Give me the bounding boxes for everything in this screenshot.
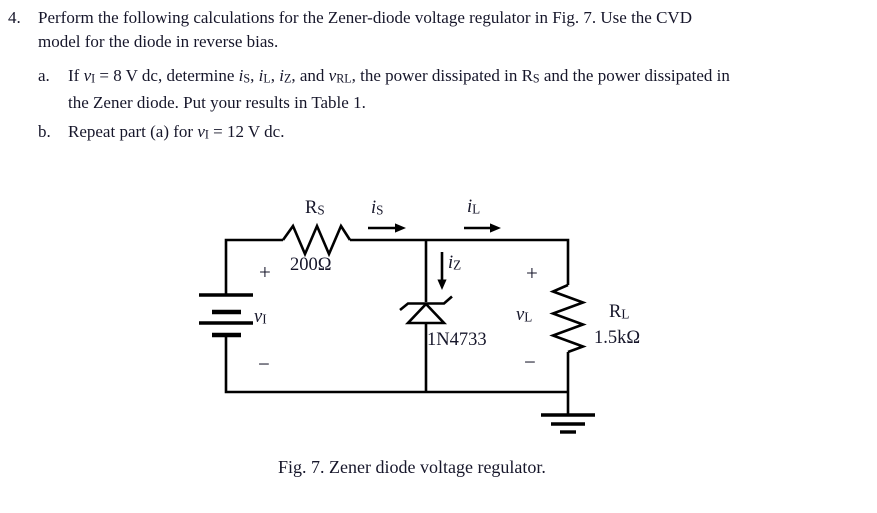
rl-label: RL (609, 302, 629, 323)
figure-caption: Fig. 7. Zener diode voltage regulator. (278, 457, 546, 477)
plus-sign-source: + (259, 260, 271, 284)
text-segment: v (83, 66, 92, 85)
text-segment: i (467, 197, 473, 217)
text-segment: model for the diode in reverse bias. (38, 31, 279, 51)
text-segment: , (250, 66, 259, 85)
text-segment: i (448, 253, 454, 273)
part-b-text: Repeat part (a) for vI = 12 V dc. (68, 120, 870, 147)
current-arrow-is (368, 223, 406, 233)
text-segment: and the power dissipated in (539, 66, 730, 85)
text-segment: I (204, 127, 209, 142)
text-segment: i (238, 66, 244, 85)
text-segment: Repeat part (a) for (68, 121, 198, 141)
part-a-text: If vI = 8 V dc, determine iS, iL, iZ, an… (68, 64, 870, 115)
problem-block: 4. Perform the following calculations fo… (8, 6, 870, 147)
text-segment: v (516, 305, 525, 325)
text-segment: S (532, 71, 540, 86)
current-arrow-iz (437, 252, 447, 290)
text-segment: R (609, 302, 622, 322)
text-segment: v (254, 307, 263, 327)
current-arrow-il (464, 223, 501, 233)
minus-sign-load: − (524, 350, 536, 374)
text-segment: L (263, 71, 271, 86)
text-segment: L (621, 306, 630, 322)
load-resistor (549, 283, 587, 354)
problem-statement: Perform the following calculations for t… (38, 6, 870, 53)
text-segment: i (279, 66, 284, 85)
text-segment: Z (283, 71, 292, 86)
text-segment: v (328, 66, 337, 85)
part-a-label: a. (38, 66, 50, 85)
vi-source-label: vI (254, 307, 267, 328)
text-segment: Perform the following calculations for t… (38, 8, 692, 27)
part-b-row: b. Repeat part (a) for vI = 12 V dc. (38, 120, 870, 147)
problem-statement-row: 4. Perform the following calculations fo… (8, 6, 870, 53)
rs-value-label: 200Ω (290, 255, 332, 275)
text-segment: L (472, 201, 481, 217)
rl-value-label: 1.5kΩ (594, 328, 641, 348)
text-segment: I (262, 311, 267, 327)
text-segment: I (91, 71, 96, 86)
zener-diode (399, 295, 453, 325)
text-segment: i (371, 198, 377, 218)
text-segment: L (524, 309, 533, 325)
text-segment: RL (336, 71, 352, 86)
part-b-label: b. (38, 121, 51, 141)
part-a-row: a. If vI = 8 V dc, determine iS, iL, iZ,… (38, 64, 870, 115)
iz-current-label: iZ (448, 253, 461, 274)
rs-label: RS (305, 198, 325, 219)
diode-part-label: 1N4733 (427, 330, 487, 350)
ground-symbol (541, 392, 595, 434)
plus-sign-load: + (526, 261, 538, 285)
text-segment: Z (453, 257, 462, 273)
text-segment: , and (291, 66, 329, 85)
text-segment: = 8 V dc, determine (95, 66, 239, 85)
source-resistor (281, 222, 352, 258)
is-current-label: iS (371, 198, 383, 219)
text-segment: If (68, 66, 84, 85)
il-current-label: iL (467, 197, 480, 218)
text-segment: v (197, 121, 205, 141)
battery-symbol (199, 293, 253, 338)
text-segment: S (376, 202, 384, 218)
text-segment: the Zener diode. Put your results in Tab… (68, 93, 366, 113)
text-segment: = 12 V dc. (208, 121, 285, 141)
minus-sign-source: − (258, 352, 270, 376)
text-segment: , (270, 66, 280, 85)
text-segment: , the power dissipated in R (351, 66, 533, 85)
text-segment: S (317, 202, 325, 218)
text-segment: i (258, 66, 264, 85)
text-segment: R (305, 198, 318, 218)
problem-number: 4. (8, 8, 21, 27)
vl-load-label: vL (516, 305, 532, 326)
text-segment: S (243, 71, 251, 86)
wires (224, 238, 570, 394)
